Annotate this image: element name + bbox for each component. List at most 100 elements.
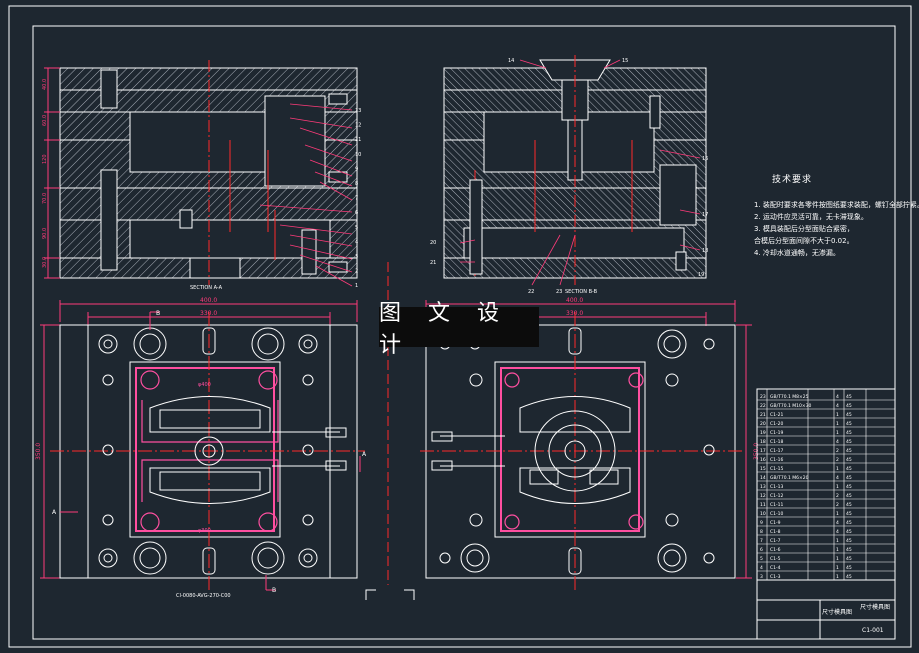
notes-title: 技术要求: [772, 175, 813, 185]
dim-inner-width-left: 330.0: [200, 310, 217, 317]
part-number-label: 22: [528, 289, 534, 295]
bom-cell-no: 7: [760, 538, 763, 544]
bom-cell-mat: 45: [846, 520, 852, 526]
bom-cell-name: C1-12: [770, 493, 783, 499]
section-mark-b-top: B: [156, 310, 160, 317]
tag-bottom: φ300: [198, 528, 211, 534]
bom-cell-no: 16: [760, 457, 766, 463]
bottom-caption: CI-0080-AVG-270-C00: [176, 593, 231, 599]
part-number-label: 7: [355, 196, 358, 202]
bom-cell-qty: 1: [836, 412, 839, 418]
section-mark-b-bottom: B: [272, 587, 276, 594]
dim-height-left: 350.0: [35, 443, 42, 460]
bom-cell-name: C1-21: [770, 412, 783, 418]
bom-cell-name: C1-7: [770, 538, 781, 544]
bom-cell-name: C1-11: [770, 502, 783, 508]
bom-cell-no: 3: [760, 574, 763, 580]
dim-left-height: 120: [42, 154, 48, 164]
bom-cell-no: 13: [760, 484, 766, 490]
drawing-name: 尺寸模具图: [822, 608, 852, 616]
bom-cell-mat: 45: [846, 493, 852, 499]
part-number-label: 10: [355, 152, 361, 158]
part-number-label: 15: [622, 58, 628, 64]
notes-line-2: 2. 运动件应灵活可靠，无卡滞现象。: [754, 213, 868, 221]
bom-cell-qty: 1: [836, 547, 839, 553]
bom-cell-no: 5: [760, 556, 763, 562]
bom-cell-qty: 2: [836, 493, 839, 499]
drawing-name-right: 尺寸模具图: [860, 603, 890, 611]
drawing-code: C1-001: [862, 627, 884, 634]
part-number-label: 2: [355, 269, 358, 275]
bom-cell-no: 21: [760, 412, 766, 418]
notes-line-4: 合模后分型面间隙不大于0.02。: [754, 237, 854, 245]
bom-cell-mat: 45: [846, 457, 852, 463]
dim-inner-width-right: 330.0: [566, 310, 583, 317]
bom-cell-no: 17: [760, 448, 766, 454]
bom-cell-qty: 1: [836, 574, 839, 580]
bom-cell-no: 11: [760, 502, 766, 508]
bom-cell-qty: 1: [836, 565, 839, 571]
bom-cell-no: 4: [760, 565, 763, 571]
notes-line-5: 4. 冷却水道通畅，无渗漏。: [754, 249, 840, 257]
part-number-label: 17: [702, 212, 708, 218]
notes-line-3: 3. 模具装配后分型面贴合紧密，: [754, 225, 854, 233]
bom-cell-no: 23: [760, 394, 766, 400]
bom-cell-name: C1-4: [770, 565, 781, 571]
bom-cell-name: GB/T70.1 M10×30: [770, 403, 812, 409]
bom-cell-name: C1-5: [770, 556, 781, 562]
bom-cell-qty: 4: [836, 475, 839, 481]
bom-cell-mat: 45: [846, 412, 852, 418]
bom-cell-mat: 45: [846, 484, 852, 490]
bom-cell-mat: 45: [846, 394, 852, 400]
bom-cell-name: C1-15: [770, 466, 783, 472]
bom-cell-name: C1-19: [770, 430, 783, 436]
bom-cell-qty: 1: [836, 421, 839, 427]
bom-cell-qty: 2: [836, 448, 839, 454]
watermark-banner: 图 文 设 计: [379, 301, 539, 358]
bom-cell-no: 10: [760, 511, 766, 517]
bom-cell-name: C1-10: [770, 511, 783, 517]
section-mark-a-left: A: [52, 509, 57, 516]
part-number-label: 12: [355, 123, 361, 129]
dim-left-height: 30.0: [42, 257, 48, 268]
bom-cell-qty: 1: [836, 556, 839, 562]
bom-cell-mat: 45: [846, 556, 852, 562]
drawing-frame: [8, 5, 912, 648]
bom-cell-name: C1-9: [770, 520, 781, 526]
bom-cell-no: 6: [760, 547, 763, 553]
part-number-label: 3: [355, 254, 358, 260]
bom-cell-qty: 1: [836, 466, 839, 472]
bom-cell-qty: 1: [836, 430, 839, 436]
section-b-b-view: [443, 55, 707, 286]
bom-cell-name: C1-3: [770, 574, 781, 580]
bom-cell-mat: 45: [846, 547, 852, 553]
bom-cell-name: GB/T70.1 M6×20: [770, 475, 809, 481]
part-number-label: 8: [355, 181, 358, 187]
section-a-a-view: [44, 60, 358, 287]
part-number-label: 13: [355, 108, 361, 114]
dim-left-height: 90.0: [42, 228, 48, 239]
bom-cell-qty: 4: [836, 394, 839, 400]
section-mark-a-right: A: [362, 451, 367, 458]
bom-cell-name: C1-8: [770, 529, 781, 535]
bom-cell-qty: 1: [836, 484, 839, 490]
bom-cell-qty: 4: [836, 439, 839, 445]
dim-left-height: 60.0: [42, 115, 48, 126]
part-number-label: 19: [698, 272, 704, 278]
bom-cell-no: 9: [760, 520, 763, 526]
bom-cell-qty: 1: [836, 511, 839, 517]
dim-left-height: 40.0: [42, 79, 48, 90]
bom-cell-no: 20: [760, 421, 766, 427]
bom-cell-mat: 45: [846, 574, 852, 580]
part-number-label: 14: [508, 58, 514, 64]
bom-cell-name: C1-20: [770, 421, 783, 427]
view-symbols: [365, 589, 415, 600]
part-number-label: 23: [556, 289, 562, 295]
part-number-label: 6: [355, 210, 358, 216]
bom-cell-qty: 1: [836, 538, 839, 544]
part-number-label: 11: [355, 137, 361, 143]
bom-cell-no: 18: [760, 439, 766, 445]
bom-cell-qty: 4: [836, 529, 839, 535]
bom-cell-qty: 4: [836, 403, 839, 409]
bom-cell-name: C1-13: [770, 484, 783, 490]
